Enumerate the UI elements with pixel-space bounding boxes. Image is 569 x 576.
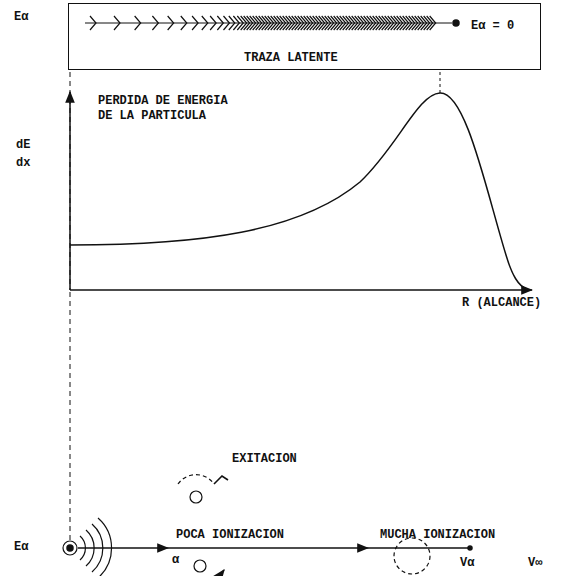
particle-path	[168, 547, 368, 549]
excited-electron	[214, 476, 228, 484]
ejected-electron	[218, 570, 224, 576]
atom-nucleus	[190, 491, 202, 503]
track-end	[453, 20, 459, 26]
chevron	[135, 16, 141, 30]
x-axis	[70, 289, 532, 291]
chevron	[217, 16, 223, 30]
atom-nucleus	[194, 560, 206, 572]
particle-path	[368, 547, 470, 549]
chevron	[210, 16, 216, 30]
chevron	[229, 16, 235, 30]
chevron	[223, 16, 229, 30]
guide-line	[440, 72, 441, 93]
chevron	[114, 16, 120, 30]
particle-label: α	[172, 553, 179, 568]
ionized-atom	[394, 538, 430, 574]
chevron	[152, 16, 158, 30]
chevron	[90, 16, 96, 30]
source-dot	[67, 545, 73, 551]
guide-line	[70, 72, 71, 290]
region-label: POCA IONIZACION	[176, 528, 284, 543]
chevron	[430, 16, 436, 30]
guide-line	[70, 292, 71, 540]
track-chevrons	[90, 16, 436, 30]
energy-symbol: Eα	[14, 10, 28, 25]
chevron	[168, 16, 174, 30]
velocity-label: V∞	[528, 556, 542, 571]
source-label: Eα	[14, 540, 28, 555]
velocity-label: Vα	[460, 556, 474, 571]
axis-title: PERDIDA DE ENERGIA DE LA PARTICULA	[98, 94, 238, 124]
process-label: EXITACION	[232, 452, 297, 467]
particle-point	[468, 546, 472, 550]
track-box: Eα = 0 TRAZA LATENTE	[68, 3, 541, 70]
bragg-curve	[70, 93, 528, 290]
particle-path	[78, 547, 168, 549]
chevron	[181, 16, 187, 30]
end-energy: Eα = 0	[471, 19, 514, 34]
axis-label: R (ALCANCE)	[462, 296, 541, 311]
region-label: MUCHA IONIZACION	[380, 528, 495, 543]
track-title: TRAZA LATENTE	[244, 51, 338, 66]
y-axis	[69, 92, 71, 290]
source-ring	[63, 541, 77, 555]
chevron	[202, 16, 208, 30]
emission-waves	[80, 518, 112, 576]
axis-label: dE	[16, 138, 30, 153]
atom-shell	[178, 475, 214, 484]
axis-label: dx	[16, 156, 30, 171]
chevron	[192, 16, 198, 30]
